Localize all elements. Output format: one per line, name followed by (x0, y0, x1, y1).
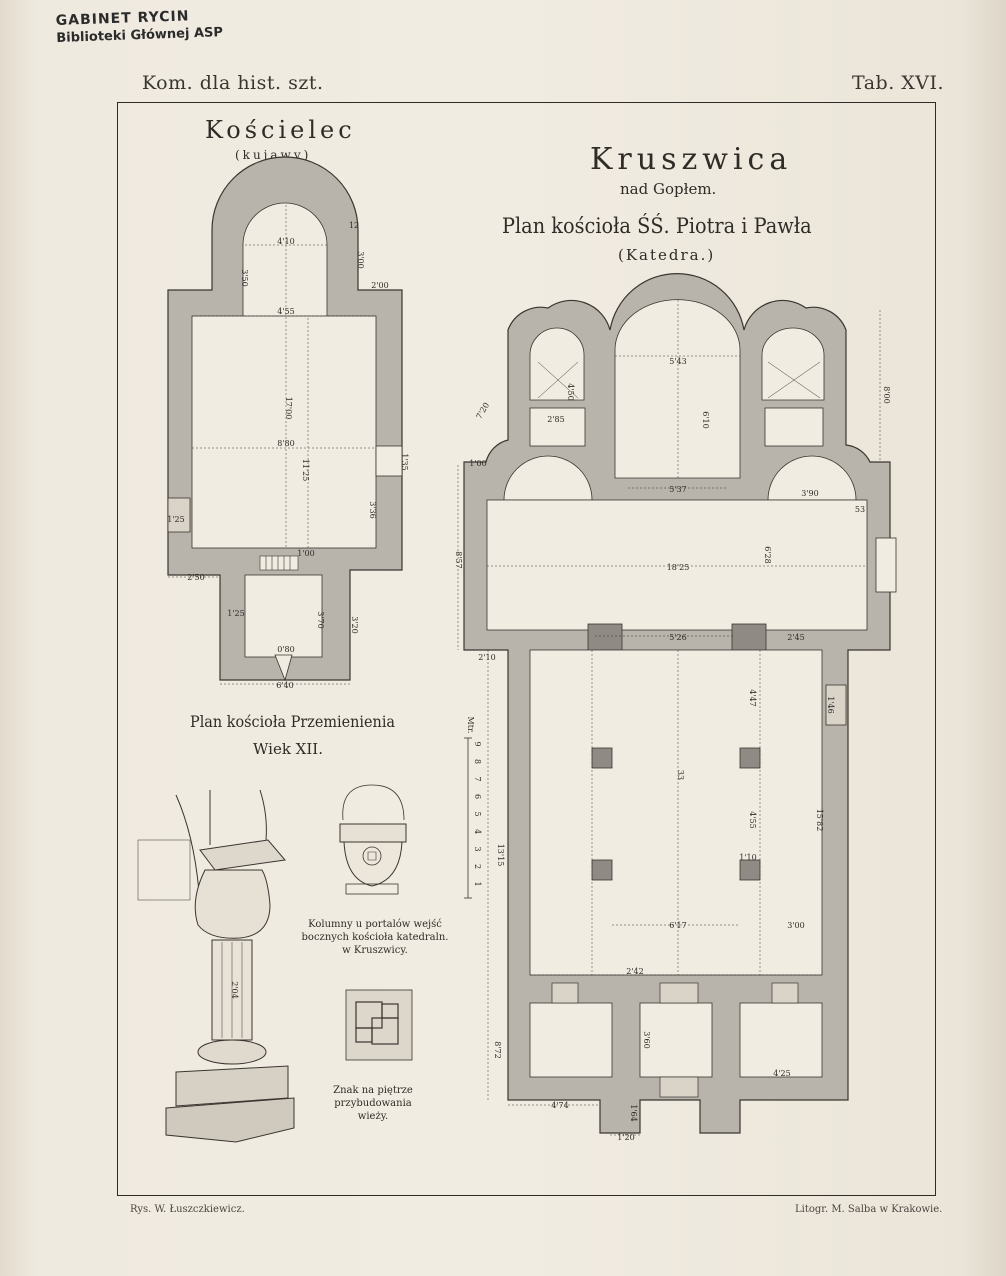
kruszwica-dimension-label: 5'37 (669, 485, 686, 494)
footer-lithographer: Litogr. M. Salba w Krakowie. (795, 1204, 943, 1215)
kruszwica-dimension-label: 33 (676, 770, 685, 780)
scale-tick-label: 2 (473, 864, 482, 869)
koscielec-plan (167, 156, 403, 685)
kruszwica-dimension-label: 2'45 (787, 633, 804, 642)
kruszwica-dimension-label: 8'72 (493, 1041, 502, 1058)
kruszwica-dimension-label: 4'50 (566, 383, 575, 400)
kruszwica-dimension-label: 1'20 (617, 1133, 634, 1142)
kruszwica-dimension-label: 4'55 (748, 811, 757, 828)
scale-unit-label: Mtr. (466, 717, 475, 734)
kruszwica-dimension-label: 3'00 (787, 921, 804, 930)
kruszwica-dimension-label: 4'74 (551, 1101, 568, 1110)
kruszwica-dimension-label: 1'64 (629, 1104, 638, 1121)
scale-tick-label: 1 (473, 881, 482, 886)
kruszwica-dimension-label: 2'42 (626, 967, 643, 976)
scale-tick-label: 7 (473, 776, 482, 781)
columns-caption: Kolumny u portalów wejść bocznych kościo… (301, 919, 449, 956)
koscielec-dimension-label: 2'00 (371, 281, 388, 290)
kruszwica-dimension-label: 7'20 (475, 401, 492, 421)
koscielec-dimension-label: 11'25 (301, 459, 310, 482)
scale-tick-label: 6 (473, 794, 482, 799)
koscielec-title: Kościelec (205, 116, 356, 144)
column-drawing (137, 789, 295, 1143)
kruszwica-dimension-label: 4'47 (748, 689, 757, 706)
kruszwica-dimension-label: 6'10 (701, 411, 710, 428)
kruszwica-dimension-label: 53 (855, 505, 865, 514)
koscielec-dimension-label: 4'10 (277, 237, 294, 246)
kruszwica-dimension-label: 6'28 (763, 546, 772, 563)
kruszwica-dimension-label: 1'10 (739, 853, 756, 862)
kruszwica-subtitle: nad Gopłem. (620, 180, 717, 198)
scale-tick-label: 4 (473, 829, 482, 834)
capital-drawing (339, 784, 407, 895)
koscielec-dimension-label: 1'25 (227, 609, 244, 618)
header-left: Kom. dla hist. szt. (142, 72, 324, 94)
koscielec-dimension-label: 3'00 (356, 251, 365, 268)
kruszwica-dimension-label: 3'90 (801, 489, 818, 498)
kruszwica-dimension-label: 13'15 (496, 844, 505, 867)
kruszwica-title: Kruszwica (590, 142, 793, 177)
kruszwica-dimension-label: 15'82 (815, 809, 824, 832)
kruszwica-dimension-label: 3'60 (642, 1031, 651, 1048)
koscielec-dimension-label: 0'80 (277, 645, 294, 654)
footer-draftsman: Rys. W. Łuszczkiewicz. (130, 1204, 245, 1215)
kruszwica-dimension-label: 4'25 (773, 1069, 790, 1078)
koscielec-dimension-label: 3'50 (240, 269, 249, 286)
sign-caption: Znak na piętrze przybudowania wieży. (333, 1085, 413, 1122)
kruszwica-dimension-label: 8'00 (882, 386, 891, 403)
koscielec-dimension-label: 1'35 (400, 453, 409, 470)
plate-frame (117, 102, 936, 1196)
mason-sign-drawing (345, 989, 413, 1061)
koscielec-dimension-label: 12 (349, 221, 359, 230)
column-height-label: 2'04 (230, 981, 239, 998)
kruszwica-plan-title: Plan kościoła ŚŚ. Piotra i Pawła (502, 214, 812, 238)
koscielec-century: Wiek XII. (253, 740, 323, 758)
koscielec-dimension-label: 6'40 (276, 681, 293, 690)
koscielec-dimension-label: 2'50 (187, 573, 204, 582)
kruszwica-dimension-label: 1'00 (469, 459, 486, 468)
kruszwica-dimension-label: 2'85 (547, 415, 564, 424)
koscielec-dimension-label: 17'00 (284, 397, 293, 420)
scale-tick-label: 5 (473, 811, 482, 816)
koscielec-dimension-label: 4'55 (277, 307, 294, 316)
koscielec-caption: Plan kościoła Przemienienia (190, 712, 396, 731)
kruszwica-plan (457, 273, 897, 1136)
kruszwica-dimension-label: 8'57 (454, 551, 463, 568)
koscielec-dimension-label: 3'70 (316, 611, 325, 628)
koscielec-dimension-label: 3'20 (350, 616, 359, 633)
koscielec-dimension-label: 1'00 (297, 549, 314, 558)
koscielec-dimension-label: 3'36 (368, 501, 377, 518)
kruszwica-dimension-label: 1'46 (826, 696, 835, 713)
scale-tick-label: 3 (473, 846, 482, 851)
scale-tick-label: 9 (473, 741, 482, 746)
kruszwica-dimension-label: 2'10 (478, 653, 495, 662)
kruszwica-dimension-label: 18'25 (667, 563, 690, 572)
header-right: Tab. XVI. (852, 72, 945, 94)
scale-tick-label: 8 (473, 759, 482, 764)
kruszwica-note: (Katedra.) (618, 246, 716, 264)
kruszwica-dimension-label: 5'26 (669, 633, 686, 642)
koscielec-dimension-label: 1'25 (167, 515, 184, 524)
kruszwica-dimension-label: 5'43 (669, 357, 686, 366)
koscielec-dimension-label: 8'80 (277, 439, 294, 448)
kruszwica-dimension-label: 6'17 (669, 921, 686, 930)
